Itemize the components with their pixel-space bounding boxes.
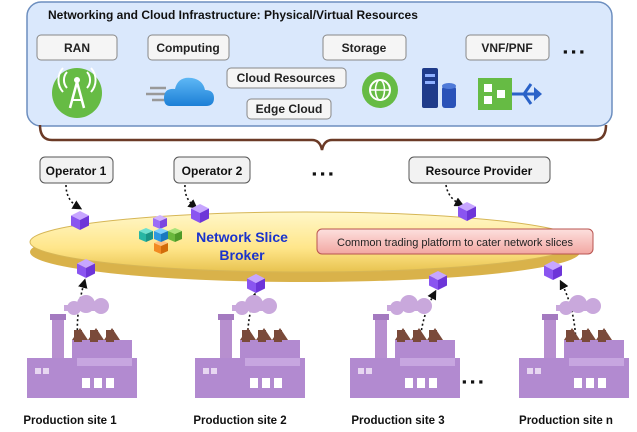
edge-cloud-box: Edge Cloud bbox=[246, 98, 332, 120]
operator-2-label: Operator 2 bbox=[182, 164, 243, 178]
computing-resource: Computing bbox=[146, 34, 230, 106]
infrastructure-panel: Networking and Cloud Infrastructure: Phy… bbox=[26, 1, 613, 127]
infrastructure-more-dots: ▪ ▪ ▪ bbox=[563, 44, 584, 59]
production-site-3-factory-icon bbox=[350, 295, 460, 398]
cloud-resources-label: Cloud Resources bbox=[237, 71, 336, 85]
radio-tower-icon bbox=[52, 67, 102, 118]
provider-arrows bbox=[65, 184, 465, 210]
operator-1-box: Operator 1 bbox=[39, 156, 114, 184]
resource-provider-box: Resource Provider bbox=[408, 156, 551, 184]
providers-more-dots: ▪ ▪ ▪ bbox=[312, 166, 333, 181]
sites-more-dots: ▪ ▪ ▪ bbox=[462, 374, 483, 389]
storage-label: Storage bbox=[342, 41, 387, 55]
network-slice-cluster-icon bbox=[139, 215, 182, 254]
production-site-1-label: Production site 1 bbox=[23, 415, 117, 427]
trading-platform-box: Common trading platform to cater network… bbox=[316, 228, 594, 255]
computing-label: Computing bbox=[156, 41, 219, 55]
vnf-pnf-label: VNF/PNF bbox=[481, 41, 532, 55]
storage-resource: Storage bbox=[322, 34, 456, 108]
production-site-n-factory-icon bbox=[519, 295, 629, 398]
server-database-icon bbox=[422, 68, 456, 108]
ran-resource: RAN bbox=[36, 34, 118, 118]
operator-1-label: Operator 1 bbox=[46, 164, 107, 178]
infrastructure-title: Networking and Cloud Infrastructure: Phy… bbox=[48, 8, 418, 22]
production-site-3-label: Production site 3 bbox=[351, 415, 444, 427]
broker-title-line1: Network Slice bbox=[196, 229, 288, 245]
globe-network-icon bbox=[362, 72, 398, 108]
operator-2-box: Operator 2 bbox=[173, 156, 251, 184]
vnf-network-icon bbox=[478, 78, 542, 110]
production-site-2-factory-icon bbox=[195, 295, 305, 398]
broker-title-line2: Broker bbox=[219, 247, 265, 263]
vnf-pnf-resource: VNF/PNF bbox=[465, 34, 550, 110]
resource-provider-label: Resource Provider bbox=[426, 164, 533, 178]
production-site-n-label: Production site n bbox=[519, 415, 613, 427]
cloud-resources-box: Cloud Resources bbox=[226, 67, 347, 89]
ran-label: RAN bbox=[64, 41, 90, 55]
production-site-2-label: Production site 2 bbox=[193, 415, 286, 427]
edge-cloud-label: Edge Cloud bbox=[256, 102, 323, 116]
site-arrows bbox=[76, 278, 577, 349]
grouping-brace bbox=[38, 124, 608, 151]
cloud-icon bbox=[146, 77, 214, 106]
production-site-1-factory-icon bbox=[27, 295, 137, 398]
trading-platform-label: Common trading platform to cater network… bbox=[337, 237, 573, 249]
